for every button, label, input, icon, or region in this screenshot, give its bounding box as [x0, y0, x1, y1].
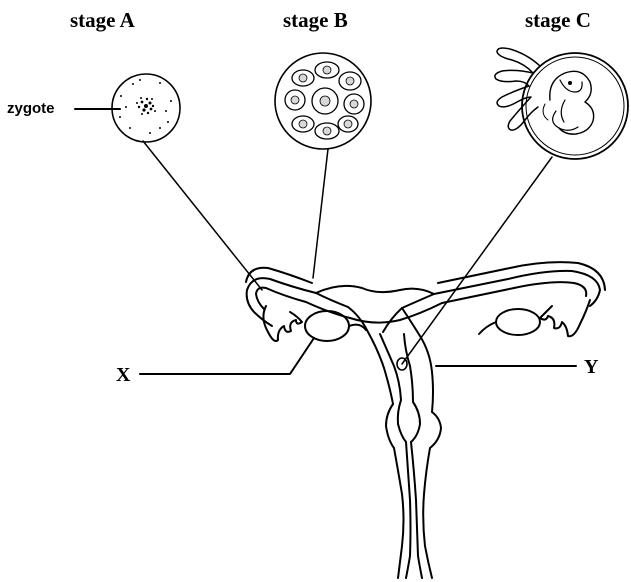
stage-b-label: stage B — [283, 8, 348, 32]
stage-c-label: stage C — [525, 8, 591, 32]
reproductive-tract — [246, 262, 605, 578]
label-x-pointer-line — [140, 338, 314, 374]
label-x: X — [116, 364, 131, 386]
stage-b-connector — [313, 149, 328, 278]
stage-a-label: stage A — [70, 8, 136, 32]
embryo-circle — [495, 48, 628, 159]
stage-a-connector — [143, 141, 262, 290]
cell-cluster-circle — [275, 53, 371, 149]
label-y: Y — [584, 356, 599, 378]
zygote-nucleus — [136, 97, 156, 115]
zygote-circle — [112, 74, 180, 142]
zygote-label: zygote — [7, 100, 55, 117]
